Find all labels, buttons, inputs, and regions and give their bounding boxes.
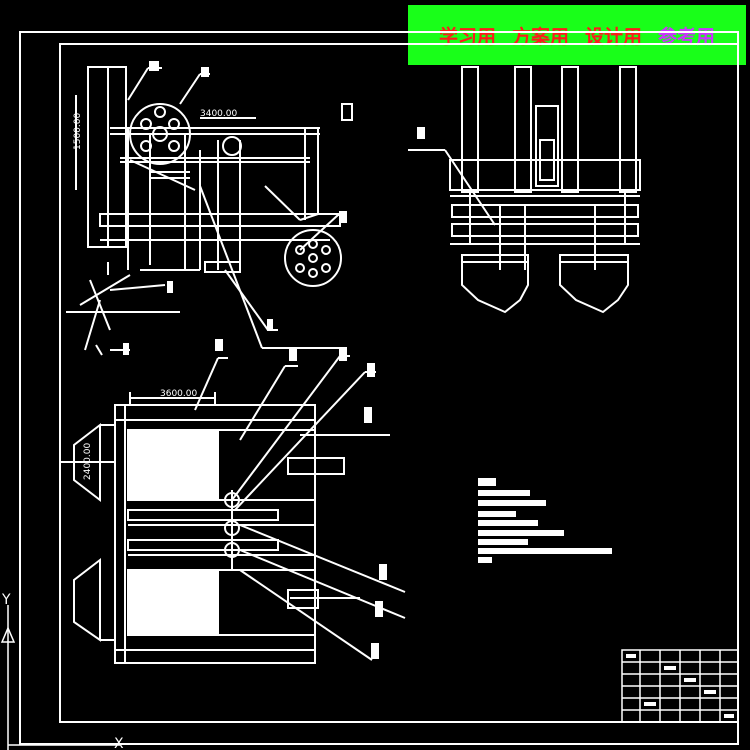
ucs-x-label: X (114, 736, 124, 750)
front-view (408, 66, 641, 314)
plan-width-dimension: 3600.00 (160, 389, 197, 399)
plan-left-share-lower (73, 557, 101, 642)
plan-view (60, 339, 406, 664)
side-height-dimension: 1500.00 (73, 113, 83, 150)
side-width-dimension: 3400.00 (200, 109, 237, 119)
plan-upper-bin (127, 429, 219, 501)
front-left-hopper (461, 254, 529, 314)
title-block (621, 649, 739, 723)
side-view (66, 61, 353, 356)
front-right-hopper (559, 254, 629, 314)
side-ground-wheel (284, 229, 342, 287)
inner-frame (59, 43, 739, 723)
plan-height-dimension: 2400.00 (83, 443, 93, 480)
plan-left-share-upper (73, 422, 101, 503)
front-cross-beam (449, 159, 641, 191)
plan-main-frame (114, 404, 316, 664)
ucs-y-label: Y (1, 592, 11, 608)
plan-lower-bin (127, 569, 219, 636)
ucs-axis-icon (0, 605, 120, 750)
technical-notes-block (478, 478, 612, 563)
side-drive-pulley (129, 103, 191, 165)
